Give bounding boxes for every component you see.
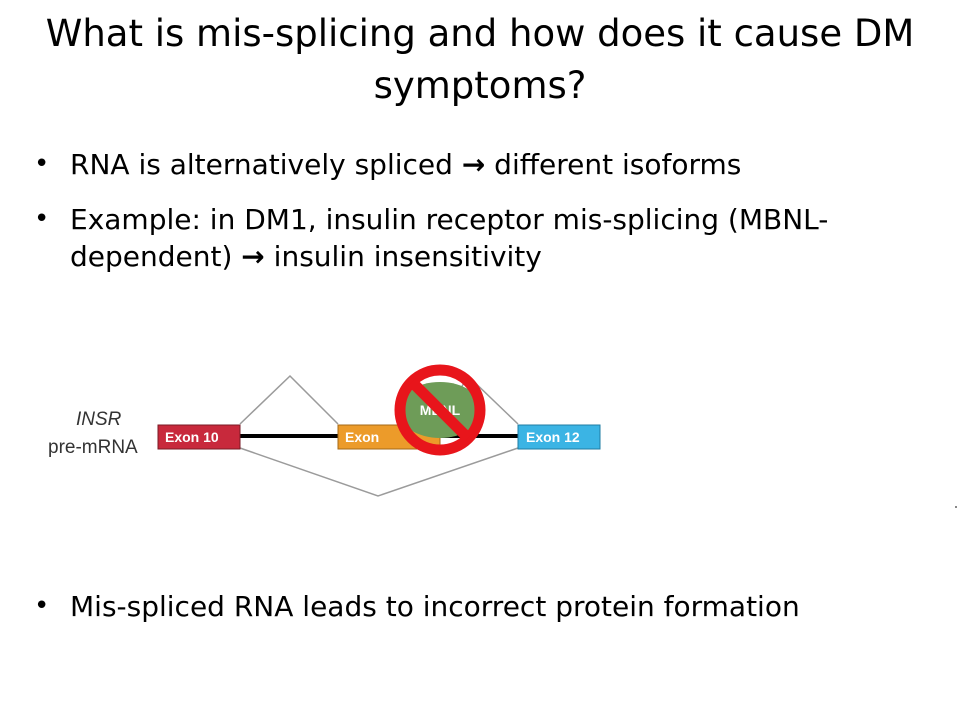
edge-mark [955,506,957,508]
splice-junction-skip [239,447,519,497]
bullet-text-end: insulin insensitivity [264,240,542,273]
bullet-insulin-receptor-example: • Example: in DM1, insulin receptor mis-… [34,201,934,275]
prohibition-icon [394,364,486,456]
bullet-text-start: RNA is alternatively spliced [70,148,462,181]
bullet-dot: • [34,204,50,234]
exon-10: Exon 10 [157,424,241,450]
bullet-text: Mis-spliced RNA leads to incorrect prote… [70,590,800,623]
bullet-dot: • [34,149,50,179]
transcript-label: pre-mRNA [48,437,138,458]
slide-title: What is mis-splicing and how does it cau… [45,12,915,107]
exon-10-label: Exon 10 [165,429,219,445]
bullet-protein-formation: • Mis-spliced RNA leads to incorrect pro… [34,588,934,625]
arrow-right-icon: → [241,240,265,273]
insr-splicing-diagram: Exon 10 Exon Exon 12 MBNL INSR pre-mRNA [48,364,601,497]
bullet-text-start: Example: in DM1, insulin receptor mis-sp… [70,203,829,273]
bullet-text: Example: in DM1, insulin receptor mis-sp… [70,201,934,275]
gene-label: INSR [76,409,122,430]
exon-11-label: Exon [345,429,379,445]
arrow-right-icon: → [461,148,486,181]
bullet-alternative-splicing: • RNA is alternatively spliced → differe… [34,146,934,183]
splice-junction-upper-left [239,374,339,425]
bullet-text: RNA is alternatively spliced → different… [70,146,934,183]
exon-12-label: Exon 12 [526,429,580,445]
exon-12: Exon 12 [517,424,601,450]
bullet-text-end: different isoforms [485,148,742,181]
bullet-dot: • [34,591,50,621]
